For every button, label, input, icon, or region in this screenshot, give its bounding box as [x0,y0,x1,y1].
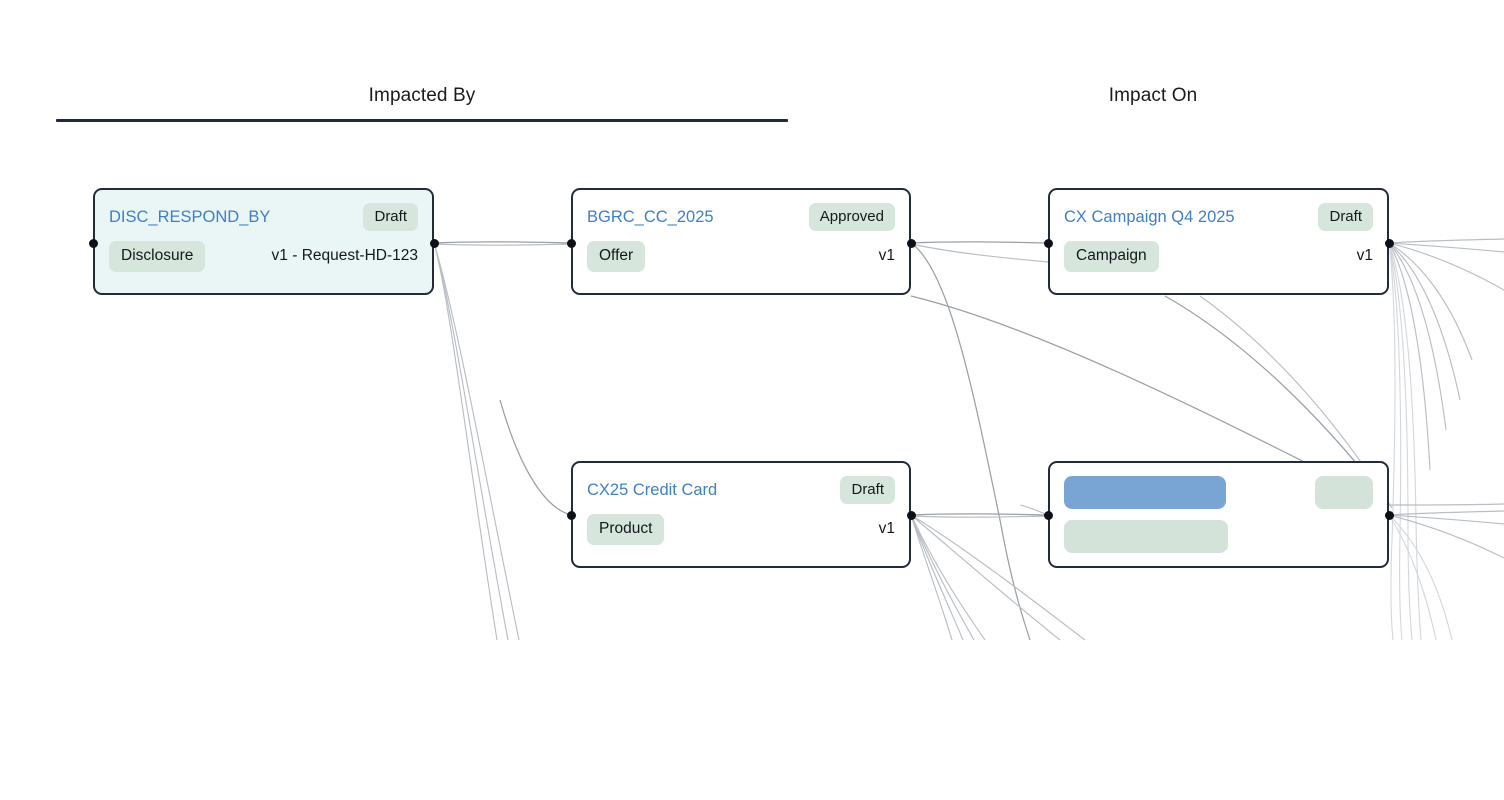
skeleton-title-placeholder [1064,475,1226,509]
node-card-cx25-credit-card[interactable]: CX25 Credit Card Draft Product v1 [571,461,911,568]
version-label: v1 [878,520,895,537]
version-label: v1 [1356,247,1373,264]
column-header-underline [56,119,788,122]
node-meta-row: Offer v1 [573,238,909,274]
port-left-cx-campaign-q4-2025[interactable] [1044,239,1053,248]
column-header-impact-on: Impact On [1108,85,1198,106]
skeleton-type-placeholder [1064,519,1228,553]
node-header-row: BGRC_CC_2025 Approved [573,200,909,234]
node-header-row: CX25 Credit Card Draft [573,473,909,507]
skeleton-status-placeholder [1315,475,1373,509]
node-title[interactable]: DISC_RESPOND_BY [109,207,271,226]
node-meta-row: Campaign v1 [1050,238,1387,274]
node-title[interactable]: BGRC_CC_2025 [587,207,714,226]
type-badge: Campaign [1064,240,1159,272]
port-left-loading-placeholder[interactable] [1044,511,1053,520]
type-badge: Offer [587,240,646,272]
port-right-loading-placeholder[interactable] [1385,511,1394,520]
status-badge: Approved [808,203,895,231]
port-left-cx25-credit-card[interactable] [567,511,576,520]
port-right-bgrc-cc-2025[interactable] [907,239,916,248]
column-header-impacted-by: Impacted By [368,85,476,106]
node-meta-row: Product v1 [573,511,909,547]
type-badge: Disclosure [109,240,206,272]
node-meta-row: Disclosure v1 - Request-HD-123 [95,238,432,274]
type-badge: Product [587,513,665,545]
node-card-disc-respond-by[interactable]: DISC_RESPOND_BY Draft Disclosure v1 - Re… [93,188,434,295]
port-left-bgrc-cc-2025[interactable] [567,239,576,248]
node-card-bgrc-cc-2025[interactable]: BGRC_CC_2025 Approved Offer v1 [571,188,911,295]
port-left-disc-respond-by[interactable] [89,239,98,248]
status-badge: Draft [840,476,895,504]
port-right-cx-campaign-q4-2025[interactable] [1385,239,1394,248]
node-header-row: DISC_RESPOND_BY Draft [95,200,432,234]
skeleton-header-row [1050,475,1387,509]
version-label: v1 - Request-HD-123 [271,247,418,264]
node-title[interactable]: CX Campaign Q4 2025 [1064,207,1235,226]
port-right-disc-respond-by[interactable] [430,239,439,248]
status-badge: Draft [1318,203,1373,231]
version-label: v1 [878,247,895,264]
status-badge: Draft [363,203,418,231]
node-header-row: CX Campaign Q4 2025 Draft [1050,200,1387,234]
node-card-loading-placeholder[interactable] [1048,461,1389,568]
skeleton-meta-row [1050,519,1387,553]
port-right-cx25-credit-card[interactable] [907,511,916,520]
node-title[interactable]: CX25 Credit Card [587,480,718,499]
node-card-cx-campaign-q4-2025[interactable]: CX Campaign Q4 2025 Draft Campaign v1 [1048,188,1389,295]
